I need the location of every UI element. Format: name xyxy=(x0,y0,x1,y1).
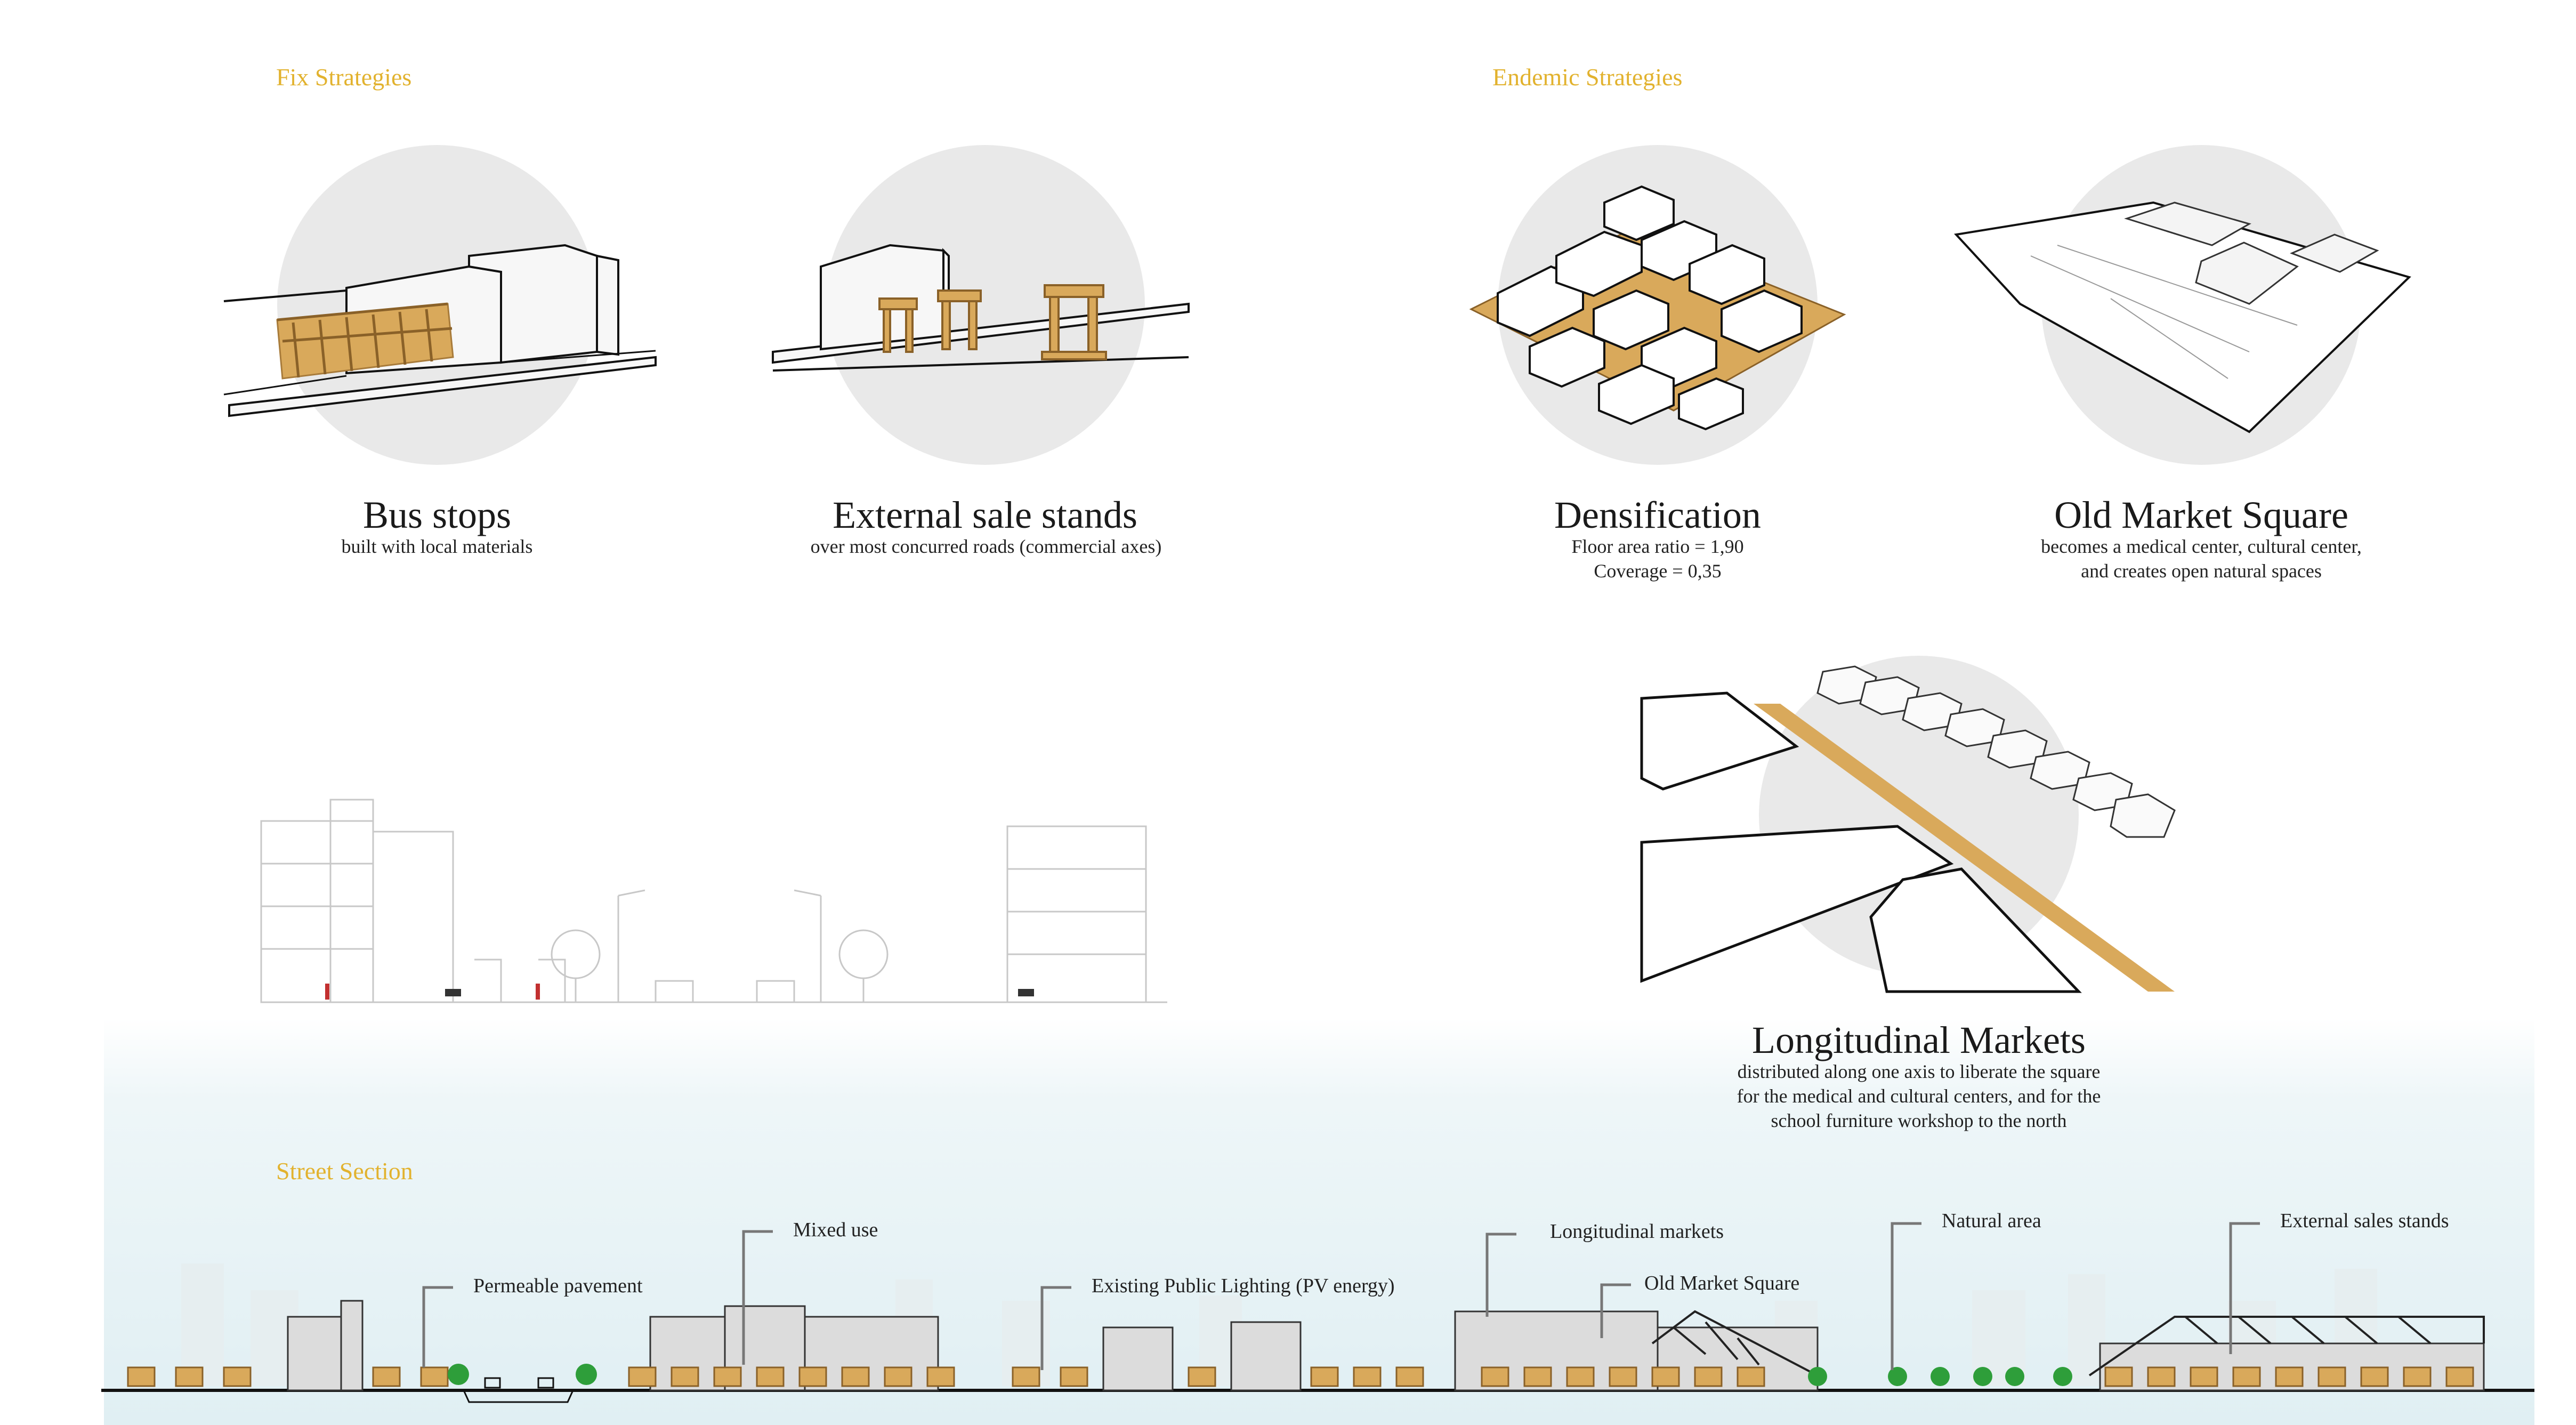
market-stands-row xyxy=(127,1366,2474,1387)
callout-external-sales-stands: External sales stands xyxy=(2280,1210,2449,1232)
roof-trusses xyxy=(1651,1310,2485,1376)
callout-leaders xyxy=(422,1222,2260,1370)
densification-illustration xyxy=(1469,185,1846,431)
longitudinal-markets-illustration xyxy=(1640,665,2176,993)
callout-permeable-pavement: Permeable pavement xyxy=(473,1275,643,1297)
longitudinal-title: Longitudinal Markets xyxy=(1752,1019,2086,1061)
callout-public-lighting: Existing Public Lighting (PV energy) xyxy=(1092,1275,1395,1297)
densification-title: Densification xyxy=(1554,494,1761,536)
old-market-title: Old Market Square xyxy=(2054,494,2348,536)
longitudinal-line-1: distributed along one axis to liberate t… xyxy=(1737,1061,2101,1082)
old-market-line-1: becomes a medical center, cultural cente… xyxy=(2041,536,2362,557)
callout-longitudinal-markets: Longitudinal markets xyxy=(1550,1220,1724,1243)
street-section-header: Street Section xyxy=(276,1157,413,1185)
bus-stops-subtitle: built with local materials xyxy=(341,536,533,557)
callout-mixed-use: Mixed use xyxy=(793,1219,878,1241)
sale-stands-illustration xyxy=(772,244,1190,372)
bus-stop-illustration xyxy=(223,244,657,417)
callout-natural-area: Natural area xyxy=(1942,1210,2041,1232)
longitudinal-line-2: for the medical and cultural centers, an… xyxy=(1737,1085,2101,1107)
sale-stands-title: External sale stands xyxy=(833,494,1137,536)
densification-line-2: Coverage = 0,35 xyxy=(1594,560,1722,582)
trees-row xyxy=(448,1364,2072,1386)
densification-line-1: Floor area ratio = 1,90 xyxy=(1571,536,1744,557)
sale-stands-subtitle: over most concurred roads (commercial ax… xyxy=(810,536,1162,557)
street-elevation-sketch xyxy=(260,799,1167,1003)
road xyxy=(463,1377,574,1403)
old-market-illustration xyxy=(1954,201,2411,433)
callout-old-market-square: Old Market Square xyxy=(1644,1272,1800,1294)
endemic-strategies-header: Endemic Strategies xyxy=(1492,63,1683,91)
bus-shelter-wood xyxy=(276,302,454,380)
old-market-line-2: and creates open natural spaces xyxy=(2081,560,2322,582)
longitudinal-line-3: school furniture workshop to the north xyxy=(1771,1110,2067,1131)
bus-stops-title: Bus stops xyxy=(362,494,512,536)
fix-strategies-header: Fix Strategies xyxy=(276,63,412,91)
